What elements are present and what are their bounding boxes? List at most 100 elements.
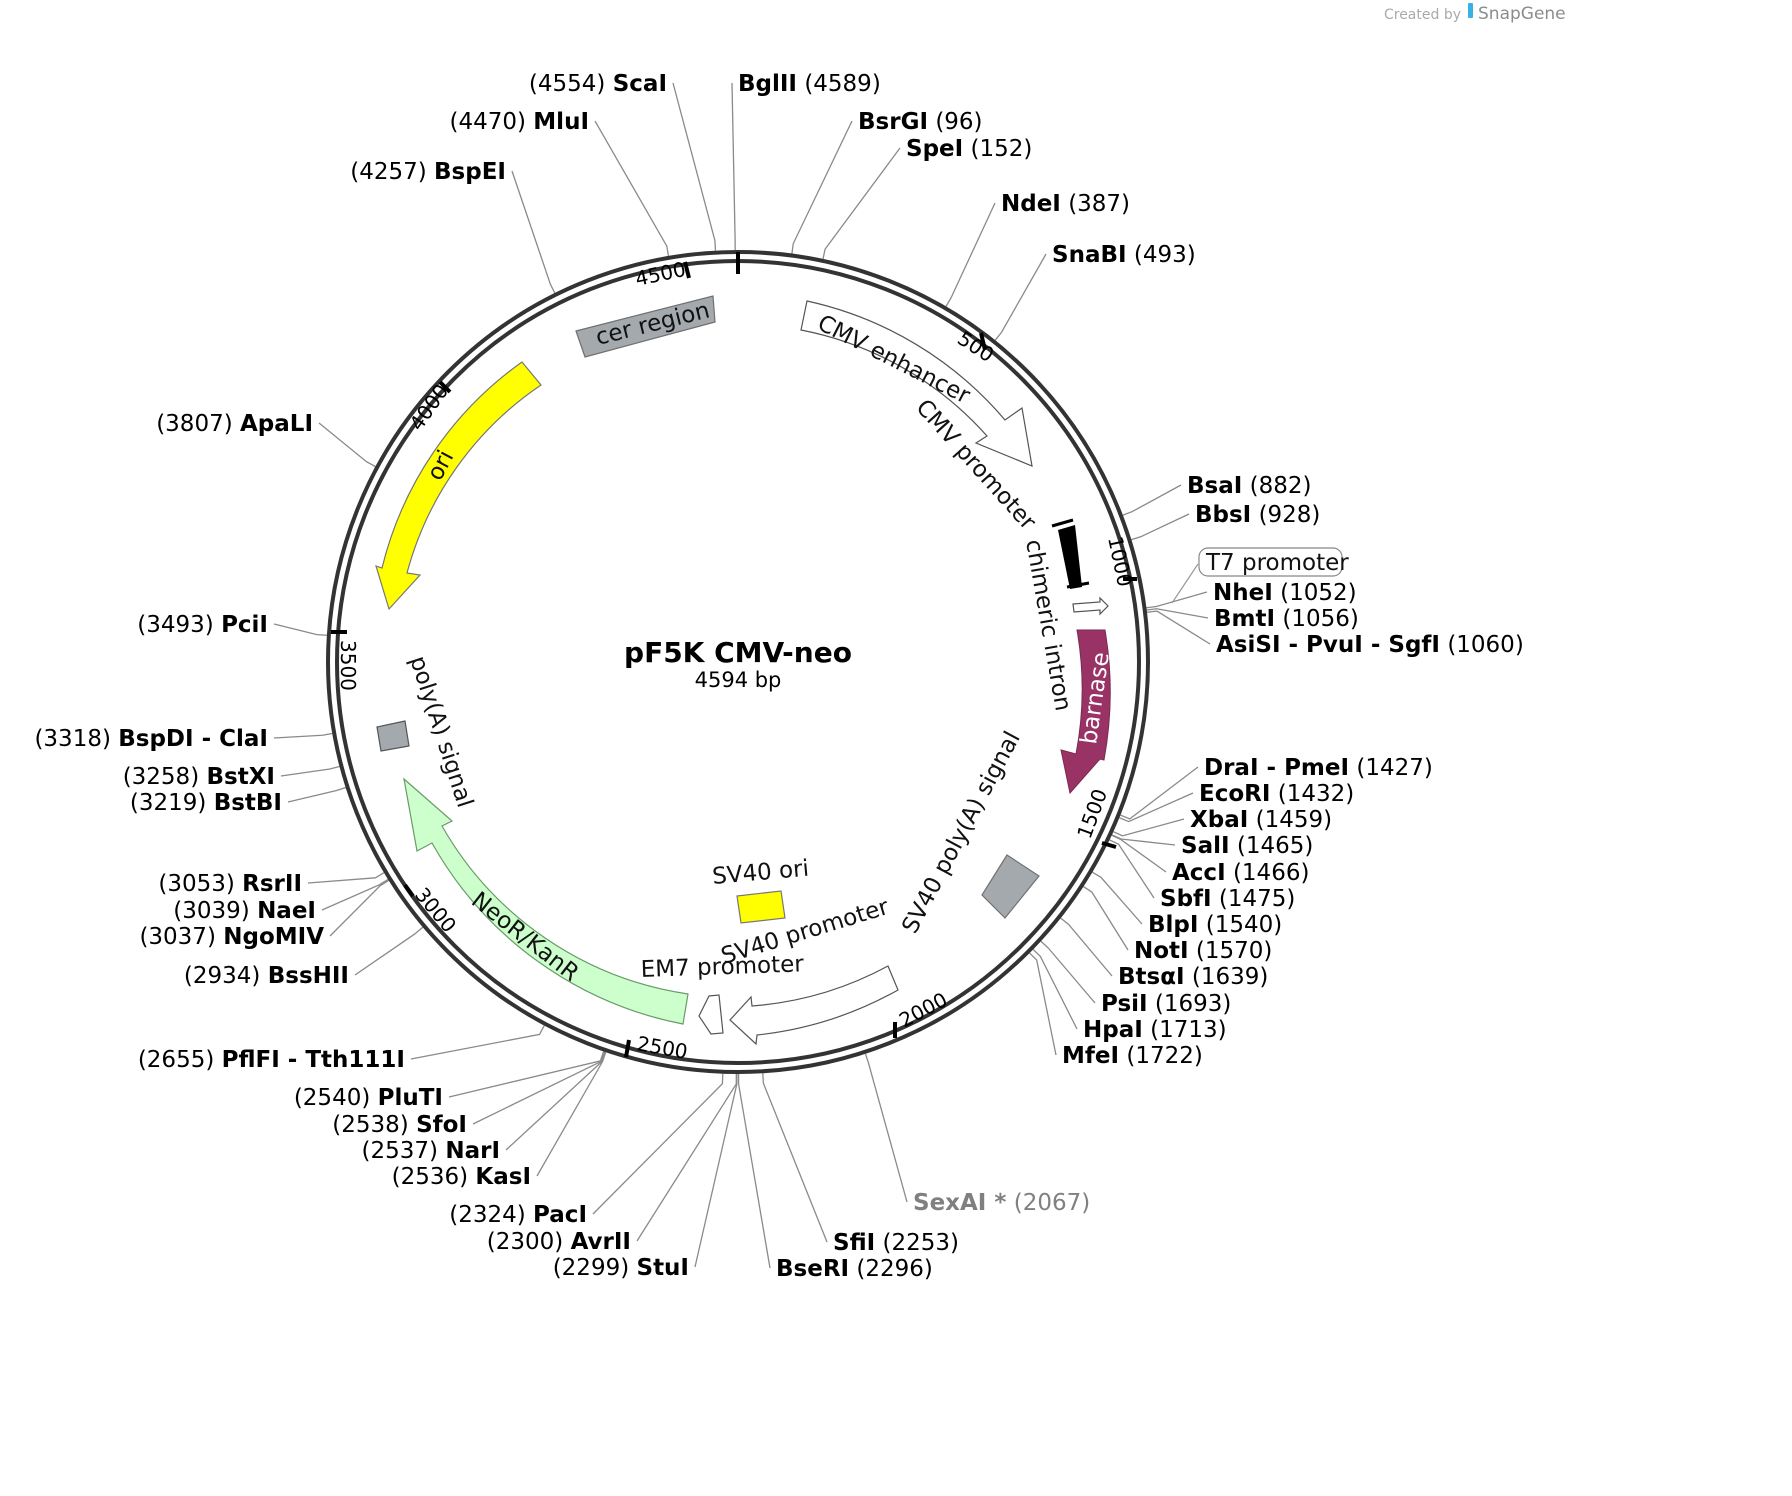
site-label-28[interactable]: HpaI (1713) bbox=[1083, 1017, 1227, 1043]
site-label-36[interactable]: (2538) SfoI bbox=[332, 1112, 467, 1138]
site-label-18[interactable]: DraI - PmeI (1427) bbox=[1204, 755, 1433, 781]
site-spacer bbox=[1349, 755, 1356, 781]
feature-neor-kanr-arrow[interactable] bbox=[403, 777, 689, 1025]
site-leader-12 bbox=[1146, 608, 1209, 619]
site-position: (1722) bbox=[1126, 1043, 1202, 1069]
site-label-24[interactable]: BlpI (1540) bbox=[1148, 912, 1282, 938]
site-name: NaeI bbox=[257, 898, 316, 924]
site-position: (1052) bbox=[1280, 580, 1356, 606]
feature-em7-promoter-arrow[interactable] bbox=[698, 994, 724, 1035]
site-label-4[interactable]: SpeI (152) bbox=[906, 136, 1032, 162]
site-label-41[interactable]: (2299) StuI bbox=[553, 1255, 689, 1281]
site-label-31[interactable]: (3039) NaeI bbox=[173, 898, 316, 924]
site-label-32[interactable]: (3037) NgoMIV bbox=[139, 924, 324, 950]
tick-labels: 500 1000 1500 2000 2500 3000 3500 4000 4… bbox=[336, 257, 1137, 1064]
site-label-39[interactable]: (2324) PacI bbox=[449, 1202, 587, 1228]
site-leader-22 bbox=[1111, 834, 1167, 873]
site-spacer bbox=[438, 1138, 445, 1164]
site-label-42[interactable]: SexAI * (2067) bbox=[913, 1190, 1090, 1216]
site-label-3[interactable]: BsrGI (96) bbox=[858, 109, 983, 135]
site-spacer bbox=[1270, 781, 1277, 807]
site-label-8[interactable]: (3807) ApaLI bbox=[156, 411, 313, 437]
site-label-10[interactable]: BbsI (928) bbox=[1195, 502, 1320, 528]
site-name: EcoRI bbox=[1199, 781, 1270, 807]
site-label-20[interactable]: XbaI (1459) bbox=[1190, 807, 1332, 833]
site-name: BssHII bbox=[268, 963, 349, 989]
site-leader-34 bbox=[410, 1025, 545, 1060]
site-label-2[interactable]: (4470) MluI bbox=[450, 109, 590, 135]
site-label-21[interactable]: SalI (1465) bbox=[1181, 833, 1313, 859]
site-name: AsiSI - PvuI - SgfI bbox=[1216, 632, 1440, 658]
site-leader-31 bbox=[321, 878, 389, 911]
site-spacer bbox=[605, 71, 612, 97]
site-label-1[interactable]: BglII (4589) bbox=[738, 71, 881, 97]
feature-sv40-polya-signal[interactable] bbox=[981, 854, 1040, 919]
feature-polya-signal[interactable] bbox=[376, 720, 410, 752]
site-label-38[interactable]: (2536) KasI bbox=[392, 1164, 531, 1190]
site-position: (2934) bbox=[184, 963, 260, 989]
site-label-19[interactable]: EcoRI (1432) bbox=[1199, 781, 1354, 807]
label-t7-promoter: T7 promoter bbox=[1205, 550, 1349, 576]
site-label-29[interactable]: MfeI (1722) bbox=[1062, 1043, 1203, 1069]
feature-sv40-promoter-arrow[interactable] bbox=[729, 965, 899, 1046]
site-label-40[interactable]: (2300) AvrII bbox=[487, 1229, 631, 1255]
site-name: NarI bbox=[445, 1138, 500, 1164]
site-name: ScaI bbox=[613, 71, 667, 97]
site-name: KasI bbox=[475, 1164, 531, 1190]
site-label-17[interactable]: (3219) BstBI bbox=[130, 790, 282, 816]
site-name: BstBI bbox=[214, 790, 282, 816]
site-label-11[interactable]: NheI (1052) bbox=[1213, 580, 1357, 606]
site-leader-0 bbox=[672, 82, 717, 251]
site-label-34[interactable]: (2655) PflFI - Tth111I bbox=[138, 1047, 405, 1073]
feature-cer-region[interactable] bbox=[575, 295, 716, 358]
site-label-33[interactable]: (2934) BssHII bbox=[184, 963, 349, 989]
feature-t7-promoter-arrow[interactable] bbox=[1072, 596, 1109, 616]
site-leader-10 bbox=[1131, 513, 1190, 541]
site-label-43[interactable]: SfiI (2253) bbox=[833, 1230, 959, 1256]
site-leader-3 bbox=[791, 120, 853, 254]
site-leader-14 bbox=[273, 623, 327, 636]
site-label-15[interactable]: (3318) BspDI - ClaI bbox=[34, 726, 268, 752]
site-label-7[interactable]: SnaBI (493) bbox=[1052, 242, 1196, 268]
site-label-22[interactable]: AccI (1466) bbox=[1172, 860, 1309, 886]
site-label-6[interactable]: NdeI (387) bbox=[1001, 191, 1130, 217]
site-label-44[interactable]: BseRI (2296) bbox=[776, 1256, 933, 1282]
site-label-37[interactable]: (2537) NarI bbox=[362, 1138, 500, 1164]
site-label-23[interactable]: SbfI (1475) bbox=[1160, 886, 1295, 912]
site-name: RsrII bbox=[242, 871, 302, 897]
site-label-14[interactable]: (3493) PciI bbox=[137, 612, 268, 638]
site-name: HpaI bbox=[1083, 1017, 1143, 1043]
credit-brand[interactable]: SnapGene bbox=[1478, 4, 1566, 24]
site-position: (2067) bbox=[1014, 1190, 1090, 1216]
site-label-35[interactable]: (2540) PluTI bbox=[294, 1085, 443, 1111]
site-position: (2296) bbox=[856, 1256, 932, 1282]
feature-sv40-ori[interactable] bbox=[736, 890, 786, 924]
feature-chimeric-intron-bar[interactable] bbox=[1058, 525, 1082, 589]
site-label-0[interactable]: (4554) ScaI bbox=[529, 71, 667, 97]
site-label-5[interactable]: (4257) BspEI bbox=[350, 159, 506, 185]
site-label-12[interactable]: BmtI (1056) bbox=[1214, 606, 1359, 632]
feature-ori-arrow[interactable] bbox=[375, 361, 542, 611]
site-leader-28 bbox=[1032, 948, 1078, 1030]
site-label-16[interactable]: (3258) BstXI bbox=[123, 764, 275, 790]
site-label-9[interactable]: BsaI (882) bbox=[1187, 473, 1311, 499]
site-label-30[interactable]: (3053) RsrII bbox=[158, 871, 302, 897]
site-position: (2540) bbox=[294, 1085, 370, 1111]
site-position: (1060) bbox=[1447, 632, 1523, 658]
site-position: (1570) bbox=[1196, 938, 1272, 964]
label-sv40-ori: SV40 ori bbox=[711, 856, 810, 890]
label-em7-promoter: EM7 promoter bbox=[640, 951, 804, 983]
chimeric-intron-cap-bottom bbox=[1066, 581, 1090, 589]
feature-cmv-enhancer-promoter-arrow[interactable] bbox=[800, 300, 1033, 467]
label-cer-region: cer region bbox=[593, 297, 712, 350]
site-position: (152) bbox=[971, 136, 1033, 162]
feature-barnase-arrow[interactable] bbox=[1060, 629, 1111, 795]
site-position: (882) bbox=[1250, 473, 1312, 499]
plasmid-name: pF5K CMV-neo bbox=[624, 636, 852, 669]
site-spacer bbox=[1251, 502, 1258, 528]
site-spacer bbox=[1275, 606, 1282, 632]
site-label-13[interactable]: AsiSI - PvuI - SgfI (1060) bbox=[1216, 632, 1524, 658]
site-label-27[interactable]: PsiI (1693) bbox=[1101, 991, 1231, 1017]
site-label-26[interactable]: BtsαI (1639) bbox=[1118, 964, 1268, 990]
site-label-25[interactable]: NotI (1570) bbox=[1134, 938, 1272, 964]
